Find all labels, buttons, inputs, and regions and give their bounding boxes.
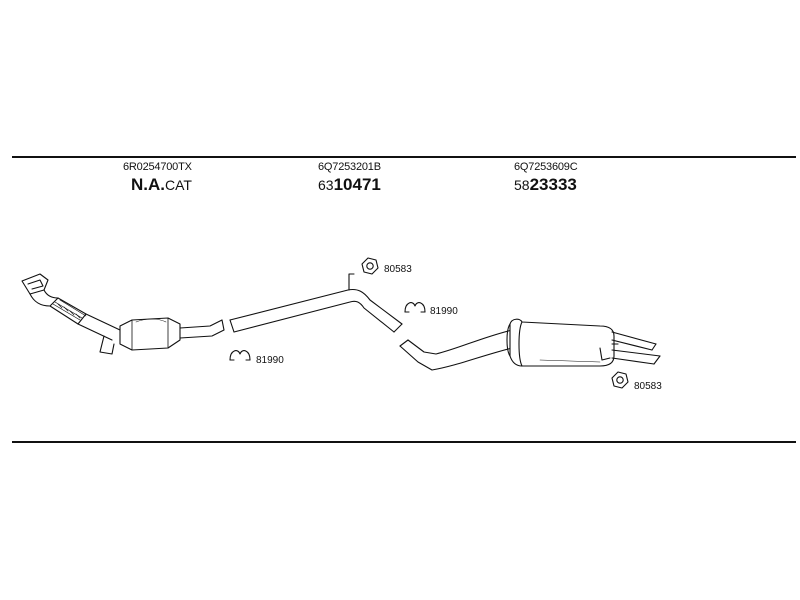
catalyst-body-drawing	[119, 317, 181, 351]
part-header-rear-silencer: 6Q7253609C 5823333	[514, 161, 578, 195]
nut-icon-rear	[611, 371, 629, 389]
part-number-rear-silencer: 6Q7253609C	[514, 161, 578, 173]
clamp-middle-label: 81990	[430, 306, 458, 317]
middle-pipe-code-main: 10471	[333, 175, 381, 194]
catalyst-code-prefix: N.A.	[131, 175, 165, 194]
nut-rear-label: 80583	[634, 381, 662, 392]
nut-icon-middle	[361, 257, 379, 275]
front-pipe-catalyst-drawing	[21, 273, 225, 355]
clamp-icon-left	[229, 350, 251, 361]
middle-pipe-code-prefix: 63	[318, 177, 334, 193]
clamp-left-label: 81990	[256, 355, 284, 366]
rear-silencer-code-prefix: 58	[514, 177, 530, 193]
rear-silencer-drawing	[399, 318, 661, 371]
rear-silencer-code: 5823333	[514, 175, 577, 195]
nut-middle-label: 80583	[384, 264, 412, 275]
bottom-divider	[12, 441, 796, 443]
catalyst-code: N.A.CAT	[131, 175, 192, 195]
middle-pipe-drawing	[229, 273, 403, 333]
rear-silencer-code-main: 23333	[529, 175, 577, 194]
part-header-catalyst: 6R0254700TX N.A.CAT	[123, 161, 192, 195]
part-header-middle-pipe: 6Q7253201B 6310471	[318, 161, 381, 195]
catalyst-code-main: CAT	[165, 177, 192, 193]
silencer-box-drawing	[509, 318, 615, 367]
clamp-icon-middle	[404, 302, 426, 313]
manifold-flange-drawing	[21, 273, 49, 295]
part-number-catalyst: 6R0254700TX	[123, 161, 192, 173]
middle-pipe-code: 6310471	[318, 175, 381, 195]
part-number-middle-pipe: 6Q7253201B	[318, 161, 381, 173]
top-divider	[12, 156, 796, 158]
